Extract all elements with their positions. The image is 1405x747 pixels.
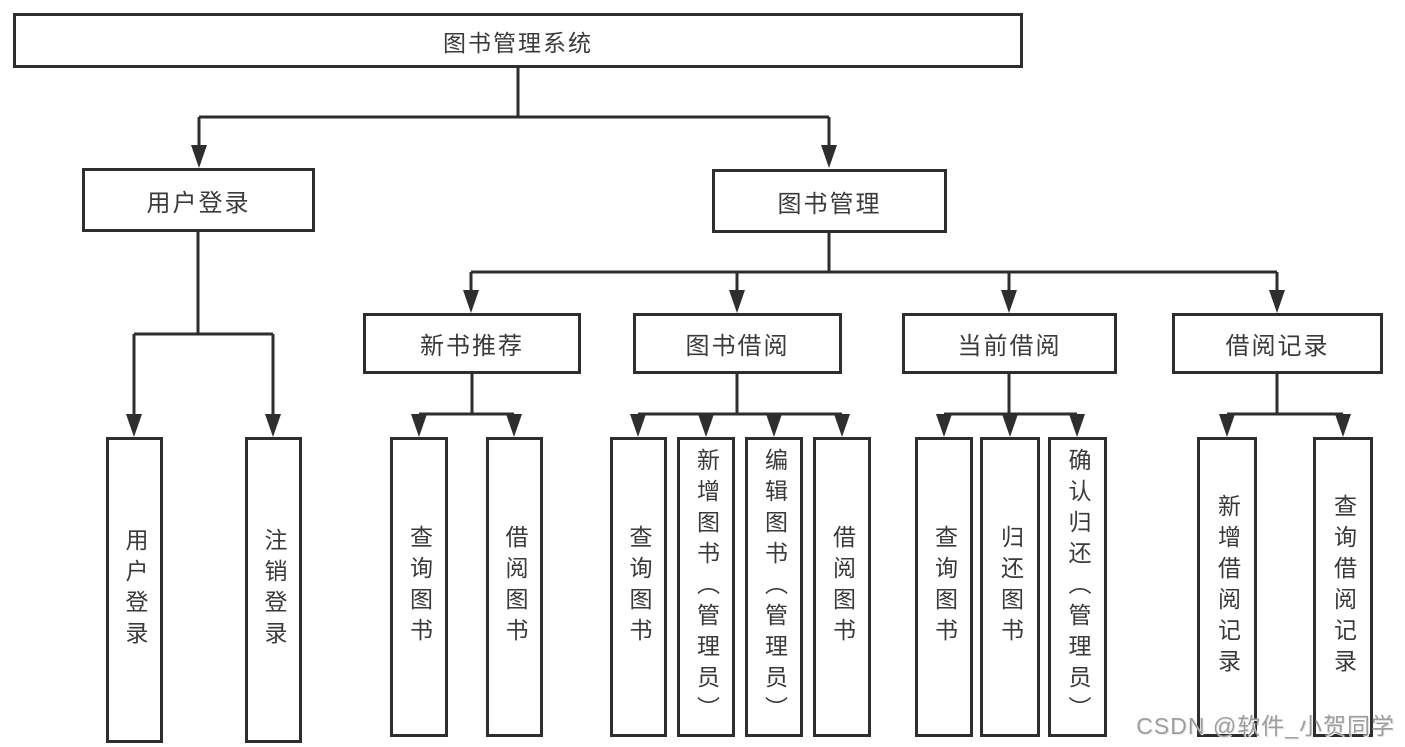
watermark: CSDN @软件_小贺同学 — [1136, 713, 1395, 739]
node-user-login-branch: 用户登录 — [82, 168, 315, 232]
arrow-icon — [1269, 290, 1285, 313]
arrow-icon — [265, 414, 281, 437]
leaf-query-books-recommend: 查询图书 — [390, 437, 448, 737]
leaf-logout: 注销登录 — [245, 437, 302, 743]
leaf-borrow-books-borrowing: 借阅图书 — [813, 437, 871, 737]
arrow-icon — [126, 414, 142, 437]
leaf-add-books-admin: 新增图书（管理员） — [677, 437, 735, 737]
node-book-borrowing: 图书借阅 — [633, 313, 842, 374]
arrow-icon — [936, 414, 952, 437]
arrow-icon — [1219, 414, 1235, 437]
leaf-edit-books-admin: 编辑图书（管理员） — [745, 437, 803, 737]
node-book-management-branch: 图书管理 — [712, 169, 947, 233]
connector-borrowing-to-leaves — [638, 374, 842, 416]
arrow-icon — [463, 290, 479, 313]
arrow-icon — [766, 414, 782, 437]
connector-login-to-children — [132, 232, 275, 416]
leaf-confirm-return-admin: 确认归还（管理员） — [1048, 437, 1107, 737]
leaf-return-books: 归还图书 — [980, 437, 1040, 737]
node-library-management-system: 图书管理系统 — [13, 13, 1023, 68]
connector-current-to-leaves — [944, 374, 1077, 416]
arrow-icon — [729, 290, 745, 313]
arrow-icon — [821, 145, 837, 168]
leaf-query-borrow-record: 查询借阅记录 — [1313, 437, 1373, 737]
arrowheads — [126, 145, 1351, 437]
connector-root-to-level2 — [197, 68, 831, 147]
arrow-icon — [506, 414, 522, 437]
connector-recommend-to-leaves — [419, 374, 514, 416]
leaf-add-borrow-record: 新增借阅记录 — [1197, 437, 1257, 737]
connector-mgmt-to-sections — [469, 233, 1279, 292]
connector-records-to-leaves — [1227, 374, 1343, 416]
node-new-book-recommend: 新书推荐 — [363, 313, 581, 374]
arrow-icon — [1002, 414, 1018, 437]
node-borrowing-records: 借阅记录 — [1172, 313, 1383, 374]
arrow-icon — [698, 414, 714, 437]
arrow-icon — [1069, 414, 1085, 437]
leaf-query-books-current: 查询图书 — [915, 437, 973, 737]
arrow-icon — [834, 414, 850, 437]
arrow-icon — [411, 414, 427, 437]
arrow-icon — [1001, 290, 1017, 313]
leaf-query-books-borrowing: 查询图书 — [610, 437, 667, 737]
leaf-user-login: 用户登录 — [106, 437, 163, 743]
node-current-borrowing: 当前借阅 — [902, 313, 1117, 374]
arrow-icon — [1335, 414, 1351, 437]
arrow-icon — [191, 145, 207, 168]
arrow-icon — [630, 414, 646, 437]
leaf-borrow-books-recommend: 借阅图书 — [486, 437, 543, 737]
